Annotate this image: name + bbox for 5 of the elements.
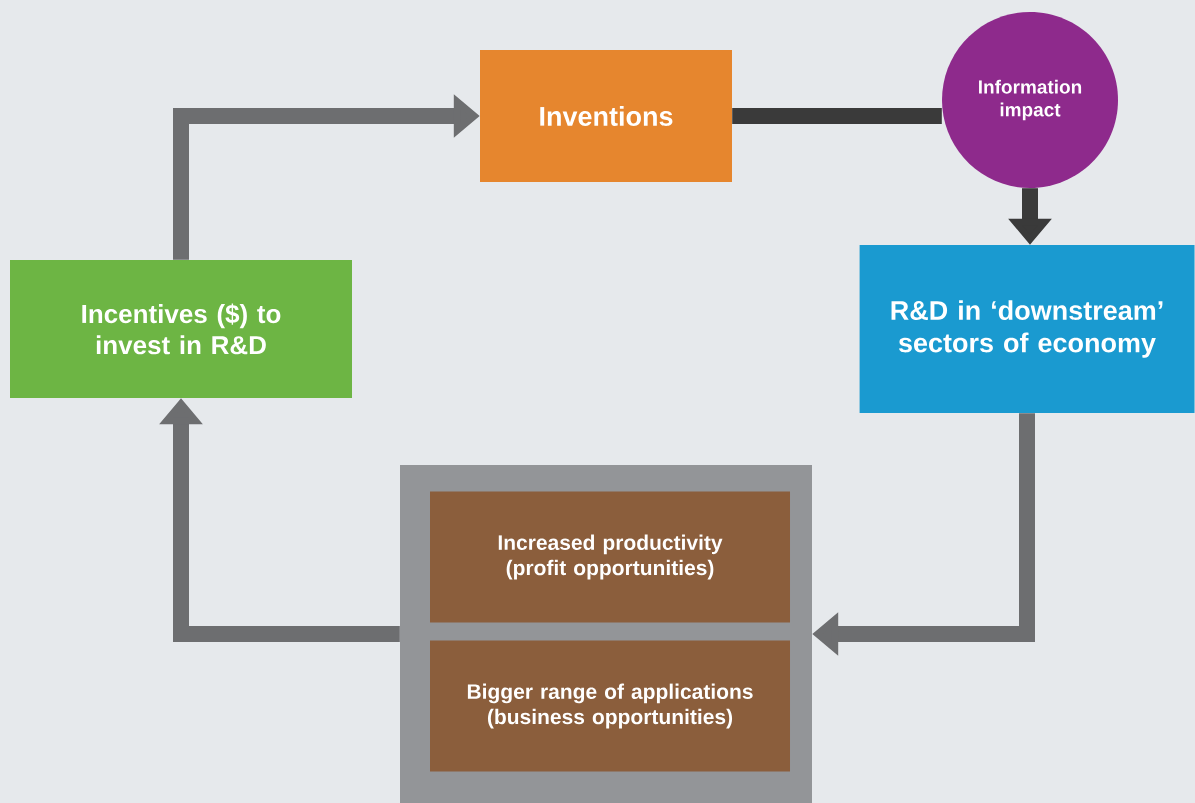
process-box: R&D in ‘downstream’ sectors of economy [859, 245, 1195, 413]
process-box: Bigger range of applications (business opportunities) [430, 640, 790, 772]
process-box: Inventions [480, 50, 732, 182]
process-box: Incentives ($) to invest in R&D [10, 260, 352, 398]
process-box: Increased productivity (profit opportunities) [430, 491, 790, 623]
